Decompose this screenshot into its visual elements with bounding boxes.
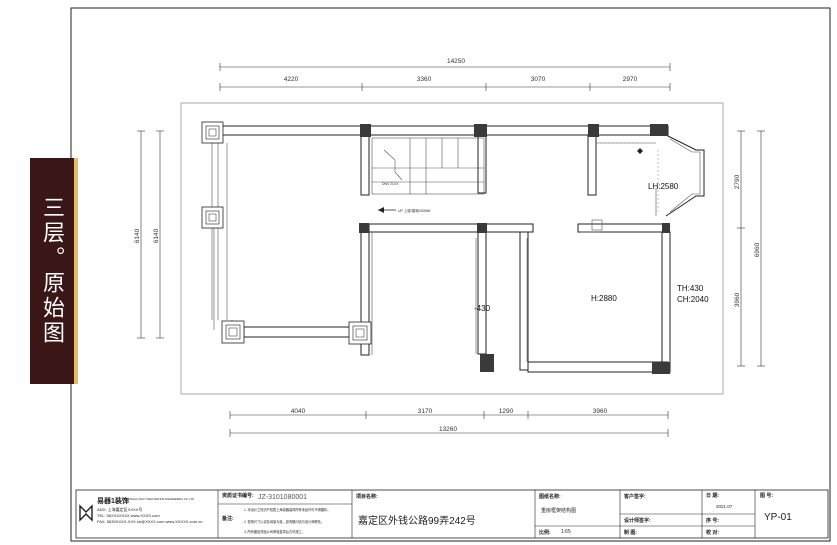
- bottom-dimension-segments: 4040 3170 1290 3960: [229, 408, 669, 419]
- dim-left-outer: 6140: [134, 228, 141, 243]
- stair-arrow-note: UP 上楼/楼梯400MM: [398, 208, 430, 213]
- drawing-name: 重房框架结构图: [541, 508, 577, 514]
- label-h: H:2880: [591, 294, 617, 303]
- sheet-number-label: 图 号:: [760, 493, 774, 499]
- date-value: 2021.07: [716, 504, 733, 509]
- company-logo: [79, 504, 93, 522]
- top-dimension-total: 14250: [219, 58, 671, 71]
- company-fax: FAX: 5630XXXX-XXX sh@XXXX.com www.XXXXX.…: [97, 519, 203, 524]
- floor-plan: DN0 21XX UP 上楼/楼梯400MM: [211, 125, 705, 373]
- dim-right-lower: 3960: [734, 292, 741, 307]
- remark-line-2: 2. 现场尺寸以实际测量为准，如有疑问请与设计师联系。: [244, 520, 325, 524]
- cert-number: JZ-3101080001: [258, 494, 308, 501]
- dim-top-seg-4: 2970: [623, 76, 638, 83]
- project-name: 嘉定区外钱公路99弄242号: [358, 516, 476, 527]
- company-tel: TEL: 56XXXXXXX www.XXXX.com: [97, 513, 160, 518]
- dim-right-total: 6960: [754, 242, 761, 257]
- seq-label: 序 号:: [706, 518, 720, 524]
- bottom-dimension-total: 13260: [229, 426, 669, 437]
- company-sub: SHANGHAI JIAOYI DECORATION ENGINEERING C…: [124, 498, 194, 501]
- cert-label: 资质证书编号:: [222, 493, 254, 499]
- dim-top-total: 14250: [447, 58, 465, 65]
- scale-value: 1:65: [561, 529, 571, 535]
- check-label: 校 对:: [706, 530, 720, 536]
- dim-bottom-seg-2: 3170: [418, 408, 433, 415]
- dim-right-upper: 2790: [734, 174, 741, 189]
- label-ch: CH:2040: [677, 295, 709, 304]
- date-label: 日 期:: [706, 493, 720, 499]
- sheet-border: [70, 7, 831, 542]
- remark-line-1: 1. 本设计之知识产权属上海易器装饰所有未经许可不得翻印。: [244, 508, 331, 512]
- client-sign-label: 客户签字:: [624, 494, 646, 500]
- floor-title: 三层。原始图: [40, 196, 65, 346]
- structural-posts: [201, 121, 670, 374]
- dim-bottom-total: 13260: [439, 426, 457, 433]
- remark-label: 备注:: [222, 516, 234, 522]
- right-dimensions: 2790 3960 6960: [734, 130, 765, 367]
- dim-top-seg-3: 3070: [531, 76, 546, 83]
- label-minus: -430: [474, 304, 491, 313]
- dim-top-seg-1: 4220: [284, 76, 299, 83]
- remark-line-3: 3. 所有图纸须经公司审核盖章后方可施工。: [244, 530, 305, 534]
- dim-top-seg-2: 3360: [417, 76, 432, 83]
- label-lh: LH:2580: [648, 182, 679, 191]
- company-address: ADD: 上海嘉定区XXXX号: [97, 507, 143, 512]
- draw-label: 制 图:: [624, 530, 638, 536]
- designer-sign-label: 设计师签字:: [624, 518, 651, 524]
- dim-bottom-seg-1: 4040: [291, 408, 306, 415]
- floor-title-banner: 三层。原始图: [30, 158, 74, 384]
- company-name: 易器1装饰: [97, 498, 129, 505]
- scale-label: 比例:: [539, 530, 551, 536]
- dim-left-inner: 6140: [153, 228, 160, 243]
- top-dimension-segments: 4220 3360 3070 2970: [219, 76, 671, 91]
- project-label: 项目名称:: [356, 494, 378, 500]
- dim-bottom-seg-4: 3960: [593, 408, 608, 415]
- drawing-label: 图纸名称:: [539, 494, 561, 500]
- plan-frame: [180, 102, 724, 395]
- sheet-number: YP-01: [764, 512, 792, 523]
- label-th: TH:430: [677, 284, 704, 293]
- left-dimensions: 6140 6140: [134, 130, 164, 339]
- dim-bottom-seg-3: 1290: [499, 408, 514, 415]
- stair-note: DN0 21XX: [382, 182, 399, 186]
- title-block-grid: [75, 489, 829, 539]
